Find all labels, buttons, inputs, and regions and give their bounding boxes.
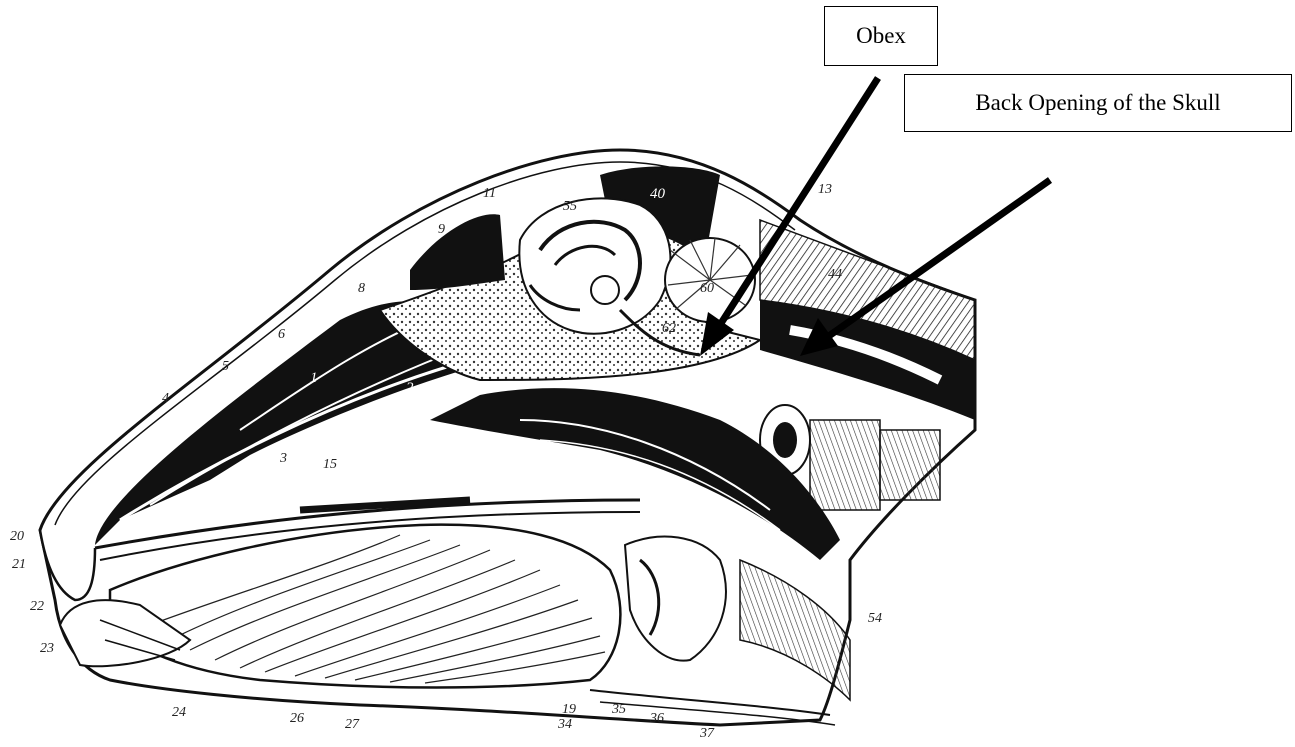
fig-num: 11 <box>483 186 496 201</box>
fig-num: 27 <box>345 717 360 732</box>
obex-label: Obex <box>856 23 906 49</box>
fig-num: 23 <box>40 641 54 656</box>
fig-num: 3 <box>279 451 287 466</box>
fig-num: 21 <box>12 557 26 572</box>
fig-num: 6 <box>278 327 285 342</box>
fig-num: 1 <box>310 370 318 386</box>
fig-num: 54 <box>868 611 882 626</box>
fig-num: 2 <box>406 380 414 396</box>
back-opening-label: Back Opening of the Skull <box>975 90 1220 116</box>
fig-num: 36 <box>649 711 664 726</box>
fig-num: 8 <box>358 281 365 296</box>
fig-num: 20 <box>10 529 24 544</box>
back-opening-callout: Back Opening of the Skull <box>904 74 1292 132</box>
fig-num: 5 <box>222 359 229 374</box>
fig-num: 55 <box>563 199 577 214</box>
fig-num: 62 <box>662 321 676 336</box>
fig-num: 40 <box>650 186 666 202</box>
fig-num: 9 <box>438 222 445 237</box>
fig-num: 19 <box>562 702 576 717</box>
fig-num: 4 <box>162 391 169 406</box>
fig-num: 60 <box>700 281 714 296</box>
fig-num: 22 <box>30 599 44 614</box>
fig-num: 26 <box>290 711 304 726</box>
fig-num: 44 <box>828 267 842 282</box>
fig-num: 15 <box>323 457 337 472</box>
fig-num: 13 <box>818 182 832 197</box>
fig-num: 24 <box>172 705 186 720</box>
fig-num: 37 <box>699 726 715 741</box>
fig-num: 34 <box>557 717 572 732</box>
fig-num: 35 <box>611 702 626 717</box>
obex-callout: Obex <box>824 6 938 66</box>
